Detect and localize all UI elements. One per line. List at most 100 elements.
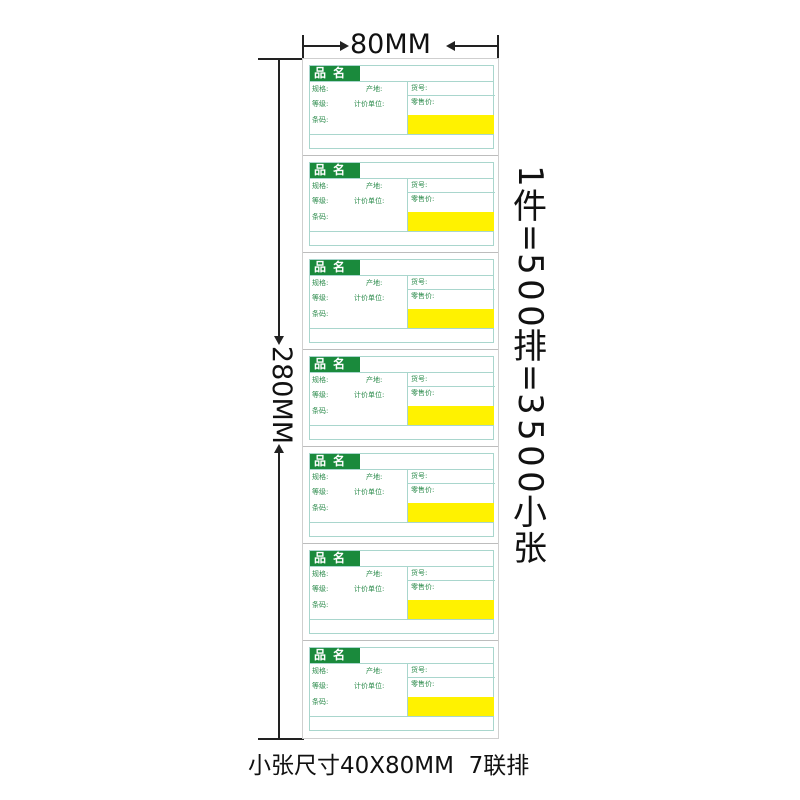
label-left-panel: 规格: 产地: 等级: 计价单位: 条码: xyxy=(310,179,408,231)
retail-price-field: 零售价: xyxy=(411,486,435,494)
note-char: 张 xyxy=(513,529,547,569)
divider xyxy=(310,134,493,135)
grade-field: 等级: xyxy=(312,391,329,399)
arrow-right-icon xyxy=(340,41,349,51)
item-no-field: 货号: xyxy=(411,181,428,189)
spec-field: 规格: xyxy=(312,279,329,287)
label-frame: 品名 规格: 产地: 等级: 计价单位: 条码: 货号: 零售价: xyxy=(309,453,495,537)
product-name-badge: 品名 xyxy=(310,260,360,275)
price-highlight-box xyxy=(408,406,494,425)
barcode-field: 条码: xyxy=(312,601,329,609)
product-name-badge: 品名 xyxy=(310,66,360,81)
grade-field: 等级: xyxy=(312,100,329,108)
label-left-panel: 规格: 产地: 等级: 计价单位: 条码: xyxy=(310,82,408,134)
spec-field: 规格: xyxy=(312,182,329,190)
spec-field: 规格: xyxy=(312,376,329,384)
label-header-row: 品名 xyxy=(310,551,493,567)
price-label: 品名 规格: 产地: 等级: 计价单位: 条码: 货号: 零售价: xyxy=(303,641,498,738)
origin-field: 产地: xyxy=(366,182,383,190)
product-name-badge: 品名 xyxy=(310,648,360,663)
price-label: 品名 规格: 产地: 等级: 计价单位: 条码: 货号: 零售价: xyxy=(303,447,498,544)
price-highlight-box xyxy=(408,309,494,328)
barcode-field: 条码: xyxy=(312,310,329,318)
divider xyxy=(407,677,495,678)
retail-price-field: 零售价: xyxy=(411,583,435,591)
origin-field: 产地: xyxy=(366,667,383,675)
origin-field: 产地: xyxy=(366,376,383,384)
origin-field: 产地: xyxy=(366,85,383,93)
label-frame: 品名 规格: 产地: 等级: 计价单位: 条码: 货号: 零售价: xyxy=(309,259,495,343)
label-header-row: 品名 xyxy=(310,163,493,179)
divider xyxy=(310,522,493,523)
barcode-field: 条码: xyxy=(312,407,329,415)
barcode-field: 条码: xyxy=(312,504,329,512)
retail-price-field: 零售价: xyxy=(411,389,435,397)
label-header-row: 品名 xyxy=(310,260,493,276)
size-caption: 小张尺寸40X80MM 7联排 xyxy=(248,753,530,779)
label-frame: 品名 规格: 产地: 等级: 计价单位: 条码: 货号: 零售价: xyxy=(309,162,495,246)
note-char: 0 xyxy=(510,305,550,327)
price-highlight-box xyxy=(408,697,494,716)
retail-price-field: 零售价: xyxy=(411,195,435,203)
label-left-panel: 规格: 产地: 等级: 计价单位: 条码: xyxy=(310,373,408,425)
grade-field: 等级: xyxy=(312,585,329,593)
item-no-field: 货号: xyxy=(411,666,428,674)
label-frame: 品名 规格: 产地: 等级: 计价单位: 条码: 货号: 零售价: xyxy=(309,356,495,440)
price-label: 品名 规格: 产地: 等级: 计价单位: 条码: 货号: 零售价: xyxy=(303,544,498,641)
arrow-up-icon xyxy=(274,444,284,453)
label-header-row: 品名 xyxy=(310,648,493,664)
width-dimension-label: 80MM xyxy=(350,29,431,60)
height-dim-bottom-tick xyxy=(258,738,304,740)
origin-field: 产地: xyxy=(366,279,383,287)
unit-field: 计价单位: xyxy=(354,100,385,108)
width-dim-line-left xyxy=(302,45,346,47)
label-left-panel: 规格: 产地: 等级: 计价单位: 条码: xyxy=(310,276,408,328)
item-no-field: 货号: xyxy=(411,472,428,480)
item-no-field: 货号: xyxy=(411,84,428,92)
note-char: 排 xyxy=(513,327,547,367)
spec-field: 规格: xyxy=(312,473,329,481)
spec-field: 规格: xyxy=(312,667,329,675)
spec-field: 规格: xyxy=(312,85,329,93)
width-dim-right-tick xyxy=(497,35,499,58)
label-frame: 品名 规格: 产地: 等级: 计价单位: 条码: 货号: 零售价: xyxy=(309,65,495,149)
label-left-panel: 规格: 产地: 等级: 计价单位: 条码: xyxy=(310,664,408,716)
label-left-panel: 规格: 产地: 等级: 计价单位: 条码: xyxy=(310,470,408,522)
divider xyxy=(407,386,495,387)
unit-field: 计价单位: xyxy=(354,585,385,593)
label-frame: 品名 规格: 产地: 等级: 计价单位: 条码: 货号: 零售价: xyxy=(309,550,495,634)
product-name-badge: 品名 xyxy=(310,454,360,469)
retail-price-field: 零售价: xyxy=(411,680,435,688)
grade-field: 等级: xyxy=(312,488,329,496)
unit-field: 计价单位: xyxy=(354,391,385,399)
note-char: 1 xyxy=(510,165,550,187)
grade-field: 等级: xyxy=(312,197,329,205)
unit-field: 计价单位: xyxy=(354,197,385,205)
height-dim-line-bottom xyxy=(278,450,280,739)
unit-field: 计价单位: xyxy=(354,682,385,690)
price-highlight-box xyxy=(408,503,494,522)
note-char: 小 xyxy=(513,493,547,533)
price-highlight-box xyxy=(408,212,494,231)
label-strip: 品名 规格: 产地: 等级: 计价单位: 条码: 货号: 零售价: 品名 规格:… xyxy=(302,58,499,739)
price-highlight-box xyxy=(408,115,494,134)
product-name-badge: 品名 xyxy=(310,551,360,566)
divider xyxy=(310,619,493,620)
divider xyxy=(407,192,495,193)
arrow-left-icon xyxy=(446,41,455,51)
product-name-badge: 品名 xyxy=(310,163,360,178)
label-header-row: 品名 xyxy=(310,66,493,82)
grade-field: 等级: xyxy=(312,682,329,690)
height-dim-line-top xyxy=(278,58,280,340)
arrow-down-icon xyxy=(274,336,284,345)
label-left-panel: 规格: 产地: 等级: 计价单位: 条码: xyxy=(310,567,408,619)
height-dim-top-tick xyxy=(258,58,304,60)
origin-field: 产地: xyxy=(366,473,383,481)
origin-field: 产地: xyxy=(366,570,383,578)
barcode-field: 条码: xyxy=(312,698,329,706)
retail-price-field: 零售价: xyxy=(411,98,435,106)
item-no-field: 货号: xyxy=(411,278,428,286)
price-label: 品名 规格: 产地: 等级: 计价单位: 条码: 货号: 零售价: xyxy=(303,59,498,156)
note-char: 0 xyxy=(510,471,550,493)
